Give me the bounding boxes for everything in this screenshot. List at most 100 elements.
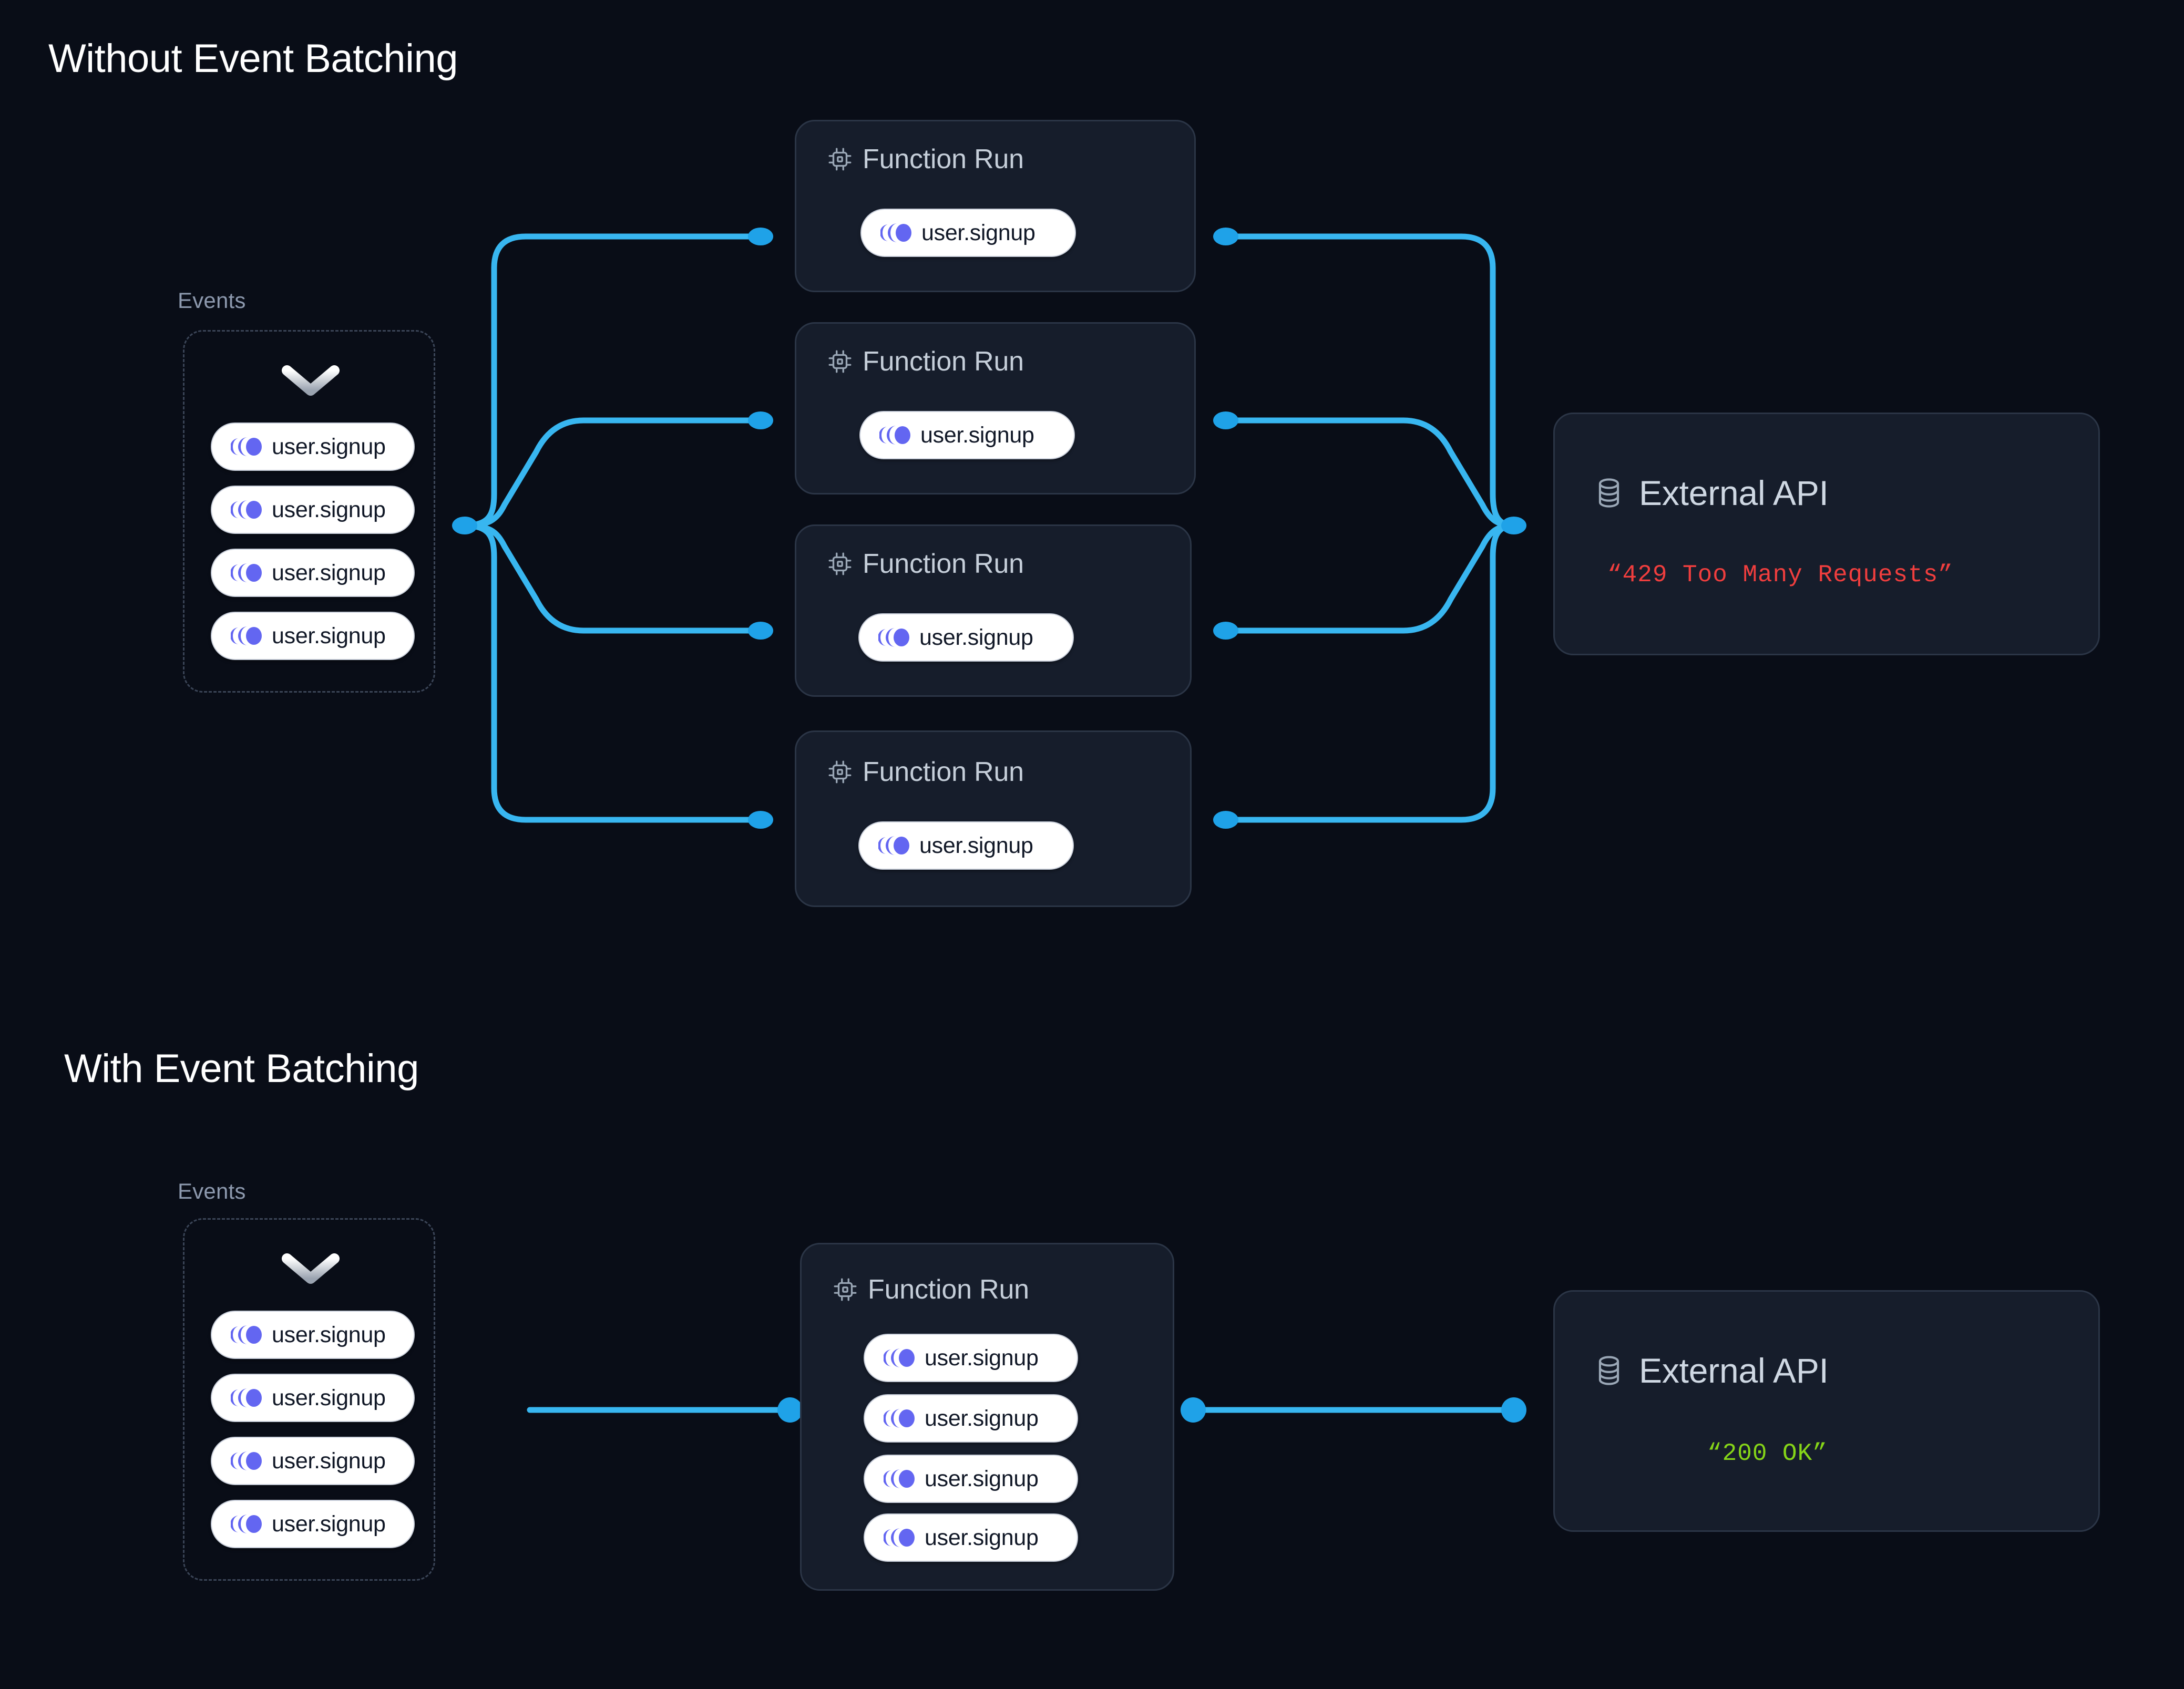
event-name: user.signup — [272, 1322, 386, 1347]
cpu-chip-icon — [834, 1278, 857, 1301]
event-name: user.signup — [272, 560, 386, 585]
event-pill[interactable]: user.signup — [860, 209, 1076, 257]
function-run-card[interactable]: Function Run user.signup — [795, 524, 1192, 697]
function-run-title: Function Run — [863, 757, 1024, 787]
event-name: user.signup — [272, 1448, 386, 1474]
edge-run-3-to-api — [1223, 522, 1517, 634]
cpu-chip-icon — [828, 350, 852, 373]
cpu-chip-icon — [828, 148, 852, 171]
event-pill[interactable]: user.signup — [211, 486, 415, 534]
event-pill[interactable]: user.signup — [859, 411, 1075, 459]
event-name: user.signup — [921, 220, 1035, 245]
database-icon — [1598, 478, 1619, 508]
edge-events-to-run-4 — [462, 522, 764, 823]
function-run-card-batched[interactable]: Function Run user.signup user.signup — [800, 1243, 1174, 1591]
function-run-card[interactable]: Function Run user.signup — [795, 730, 1192, 907]
cpu-chip-icon — [828, 552, 852, 575]
edge-run-4-to-api — [1223, 522, 1517, 823]
edge-dot-run-4-out — [1213, 811, 1238, 829]
edge-dot-run-1-out — [1213, 228, 1238, 245]
edge-dot-events-source — [452, 517, 477, 534]
edge-events-to-run-2 — [462, 417, 764, 529]
event-pill[interactable]: user.signup — [211, 1311, 415, 1359]
event-trail-icon — [884, 1348, 915, 1367]
edge-run-2-to-api — [1223, 417, 1517, 529]
edge-dot-api-in — [1501, 517, 1526, 534]
external-api-header: External API — [1593, 1351, 1829, 1391]
edge-dot-run-4-in — [748, 811, 773, 829]
event-trail-icon — [231, 563, 262, 582]
event-trail-icon — [878, 836, 909, 855]
edge-run-1-to-api — [1223, 233, 1517, 529]
event-pill[interactable]: user.signup — [211, 1437, 415, 1485]
external-api-card[interactable]: External API “200 OK” — [1553, 1290, 2100, 1532]
event-pill[interactable]: user.signup — [858, 613, 1074, 662]
events-label-top: Events — [178, 288, 246, 313]
edge-dot-batched-api-in — [1501, 1397, 1526, 1423]
event-pill[interactable]: user.signup — [211, 549, 415, 597]
event-pill[interactable]: user.signup — [864, 1334, 1078, 1382]
event-trail-icon — [231, 626, 262, 645]
event-name: user.signup — [272, 1511, 386, 1537]
event-name: user.signup — [925, 1466, 1039, 1491]
event-name: user.signup — [272, 1385, 386, 1410]
events-label-bottom: Events — [178, 1179, 246, 1203]
edge-dot-run-1-in — [748, 228, 773, 245]
function-run-header: Function Run — [827, 346, 1024, 377]
chevron-down-icon — [282, 1253, 340, 1284]
event-trail-icon — [878, 628, 909, 647]
function-run-card[interactable]: Function Run user.signup — [795, 120, 1196, 292]
function-run-title: Function Run — [863, 346, 1024, 377]
function-run-title: Function Run — [863, 144, 1024, 174]
event-trail-icon — [231, 437, 262, 456]
event-trail-icon — [880, 223, 911, 242]
database-icon — [1598, 1356, 1619, 1385]
external-api-title: External API — [1639, 1351, 1829, 1390]
edge-dot-batched-run-in — [777, 1397, 803, 1423]
function-run-card[interactable]: Function Run user.signup — [795, 322, 1196, 495]
external-api-title: External API — [1639, 473, 1829, 512]
event-trail-icon — [231, 1325, 262, 1344]
edge-dot-run-2-out — [1213, 411, 1238, 429]
function-run-header: Function Run — [827, 143, 1024, 175]
event-pill[interactable]: user.signup — [211, 423, 415, 471]
edge-events-to-run-3 — [462, 522, 764, 634]
event-pill[interactable]: user.signup — [864, 1513, 1078, 1562]
event-name: user.signup — [919, 624, 1033, 650]
function-run-title: Function Run — [868, 1274, 1029, 1305]
event-name: user.signup — [919, 832, 1033, 858]
event-trail-icon — [231, 1515, 262, 1533]
event-pill[interactable]: user.signup — [858, 821, 1074, 870]
status-badge: “429 Too Many Requests” — [1607, 561, 1953, 589]
section-title-with-batching: With Event Batching — [64, 1046, 419, 1091]
section-title-without-batching: Without Event Batching — [48, 36, 458, 81]
function-run-header: Function Run — [832, 1274, 1029, 1305]
event-trail-icon — [884, 1409, 915, 1428]
event-name: user.signup — [920, 422, 1034, 448]
event-pill[interactable]: user.signup — [211, 612, 415, 660]
function-run-title: Function Run — [863, 549, 1024, 579]
event-pill[interactable]: user.signup — [864, 1455, 1078, 1503]
edge-dot-run-2-in — [748, 411, 773, 429]
event-trail-icon — [231, 500, 262, 519]
external-api-card[interactable]: External API “429 Too Many Requests” — [1553, 413, 2100, 655]
event-pill[interactable]: user.signup — [211, 1374, 415, 1422]
event-name: user.signup — [925, 1525, 1039, 1550]
chevron-down-icon — [282, 365, 340, 396]
status-badge: “200 OK” — [1707, 1440, 1828, 1467]
edge-events-to-run-1 — [462, 233, 764, 529]
event-name: user.signup — [925, 1405, 1039, 1431]
event-trail-icon — [884, 1469, 915, 1488]
event-name: user.signup — [272, 434, 386, 459]
event-name: user.signup — [272, 497, 386, 522]
function-run-header: Function Run — [827, 756, 1024, 788]
external-api-header: External API — [1593, 473, 1829, 513]
event-pill[interactable]: user.signup — [864, 1394, 1078, 1443]
cpu-chip-icon — [828, 760, 852, 784]
edge-dot-batched-run-out — [1181, 1397, 1206, 1423]
edge-dot-run-3-out — [1213, 622, 1238, 640]
event-name: user.signup — [272, 623, 386, 648]
event-name: user.signup — [925, 1345, 1039, 1371]
function-run-header: Function Run — [827, 548, 1024, 580]
event-pill[interactable]: user.signup — [211, 1500, 415, 1548]
